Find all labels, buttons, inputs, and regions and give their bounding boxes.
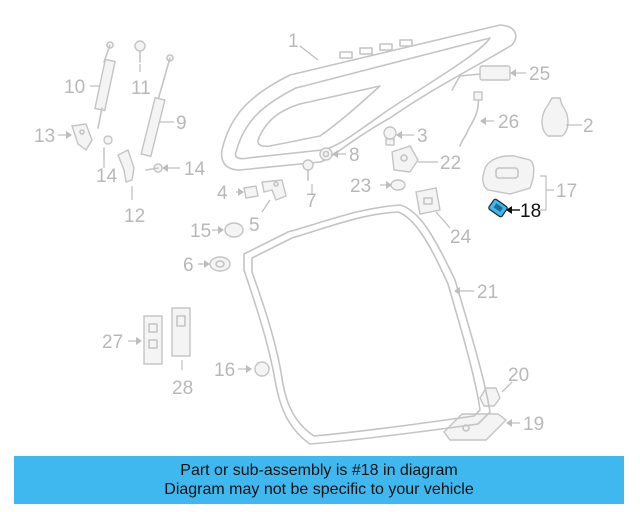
part-27-panel [143, 315, 163, 365]
callout-25: 25 [529, 64, 550, 85]
part-14-bolt [103, 135, 163, 173]
callout-10: 10 [64, 77, 85, 98]
part-8-nut [319, 147, 333, 161]
callout-26: 26 [498, 112, 519, 133]
callout-14b: 14 [184, 159, 206, 180]
callout-18: 18 [520, 201, 541, 222]
callout-1: 1 [288, 31, 299, 52]
part-13-bracket [71, 123, 93, 152]
callout-21: 21 [477, 282, 498, 303]
part-4-clip [243, 185, 259, 199]
part-23-clip [390, 179, 406, 191]
callout-22: 22 [440, 153, 461, 174]
part-21-weatherstrip [243, 204, 491, 445]
part-28-panel [171, 307, 191, 357]
callout-9: 9 [176, 113, 187, 134]
part-12-bracket [117, 149, 135, 183]
callout-19: 19 [523, 414, 544, 435]
banner-line-2: Diagram may not be specific to your vehi… [164, 481, 474, 498]
callout-5: 5 [249, 215, 260, 236]
part-26-cable [459, 91, 483, 147]
part-11-ball-stud [134, 40, 146, 63]
part-7-bolt [302, 159, 314, 181]
part-9-support-strut [140, 54, 174, 158]
part-25-switch [451, 65, 511, 91]
callout-6: 6 [183, 255, 194, 276]
callout-11: 11 [131, 78, 151, 99]
callout-23: 23 [350, 176, 371, 197]
callout-14a: 14 [96, 166, 118, 187]
part-10-support-strut [94, 41, 116, 129]
callout-15: 15 [190, 221, 211, 242]
callout-16: 16 [214, 360, 235, 381]
callout-13: 13 [34, 126, 55, 147]
part-6-grommet [209, 256, 231, 272]
callout-24: 24 [450, 227, 472, 248]
part-24-bracket [415, 187, 441, 215]
part-3-bumper [383, 126, 397, 146]
callout-8: 8 [349, 145, 360, 166]
info-banner: Part or sub-assembly is #18 in diagram D… [14, 456, 624, 504]
callout-12: 12 [124, 206, 145, 227]
part-18-highlighted[interactable] [488, 198, 508, 218]
banner-line-1: Part or sub-assembly is #18 in diagram [180, 462, 458, 479]
part-5-hinge [261, 179, 287, 201]
part-15-plug [224, 222, 244, 238]
part-20-nut [479, 387, 501, 407]
callout-28: 28 [172, 378, 193, 399]
callout-7: 7 [306, 191, 317, 212]
callout-20: 20 [508, 365, 529, 386]
part-16-bumper [254, 361, 270, 377]
part-17-latch-assembly [482, 155, 535, 195]
callout-4: 4 [217, 183, 228, 204]
callout-2: 2 [583, 116, 594, 137]
callout-17: 17 [556, 181, 577, 202]
callout-27: 27 [102, 332, 123, 353]
callout-3: 3 [417, 126, 428, 147]
part-2-boot [541, 97, 569, 137]
part-22-latch [391, 145, 419, 173]
part-1-liftgate [220, 24, 517, 171]
